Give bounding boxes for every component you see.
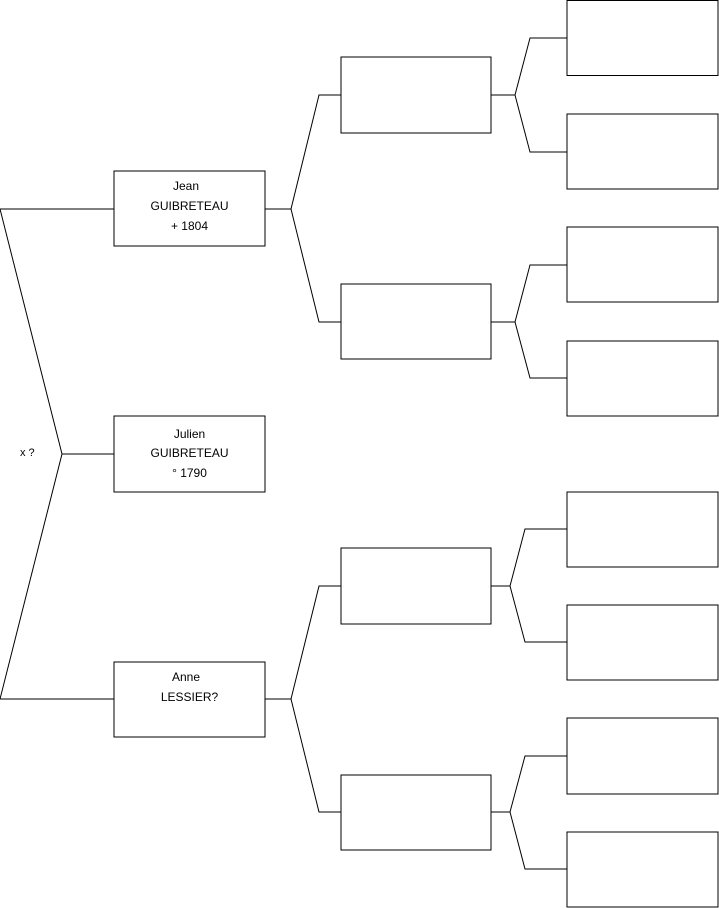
connector-father-parents <box>265 94 341 323</box>
person-given-name: Anne <box>172 670 200 684</box>
person-box-great-grandparent-4[interactable] <box>566 340 719 417</box>
person-box-grandparent-2[interactable] <box>340 283 492 360</box>
person-date: ° 1790 <box>172 466 207 480</box>
connector-gp4-parents <box>491 755 567 870</box>
person-surname: GUIBRETEAU <box>150 446 228 460</box>
person-box-frame <box>113 170 266 247</box>
person-box-subject[interactable]: Julien GUIBRETEAU ° 1790 <box>113 415 266 493</box>
person-box-great-grandparent-2[interactable] <box>566 113 719 190</box>
connector-lines <box>0 37 567 870</box>
person-box-grandparent-1[interactable] <box>340 56 492 134</box>
person-box-great-grandparent-1[interactable] <box>566 0 719 76</box>
person-date: + 1804 <box>171 219 208 233</box>
grandparent-boxes <box>340 56 492 851</box>
person-box-grandparent-3[interactable] <box>340 547 492 625</box>
person-box-frame <box>113 661 266 738</box>
marriage-label: x ? <box>20 447 35 459</box>
person-surname: GUIBRETEAU <box>150 199 228 213</box>
person-box-great-grandparent-7[interactable] <box>566 717 719 795</box>
person-box-great-grandparent-8[interactable] <box>566 831 719 908</box>
person-box-great-grandparent-5[interactable] <box>566 491 719 568</box>
connector-gp3-parents <box>491 528 567 643</box>
connector-mother-parents <box>265 585 341 813</box>
person-box-grandparent-4[interactable] <box>340 774 492 851</box>
person-given-name: Julien <box>174 427 205 441</box>
person-given-name: Jean <box>173 179 199 193</box>
connector-gp2-parents <box>491 264 567 379</box>
person-box-mother[interactable]: Anne LESSIER? <box>113 661 266 738</box>
person-surname: LESSIER? <box>161 690 219 704</box>
connector-gp1-parents <box>491 37 567 153</box>
person-box-father[interactable]: Jean GUIBRETEAU + 1804 <box>113 170 266 247</box>
person-box-great-grandparent-6[interactable] <box>566 604 719 681</box>
connector-subject-parents <box>0 208 114 700</box>
great-grandparent-boxes <box>566 0 719 908</box>
person-box-frame <box>113 415 266 493</box>
person-box-great-grandparent-3[interactable] <box>566 226 719 303</box>
